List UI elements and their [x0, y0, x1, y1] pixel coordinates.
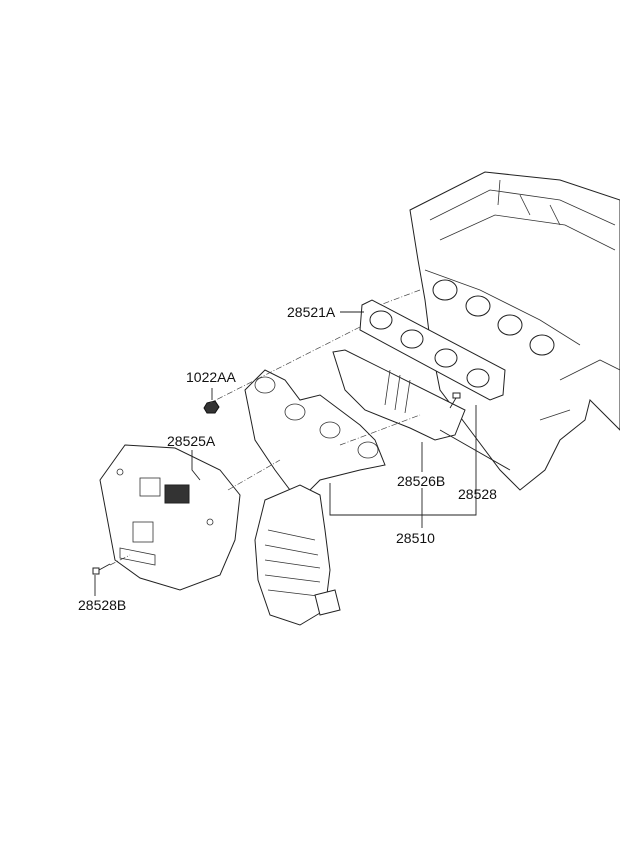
leader-lines — [94, 311, 511, 596]
label-1022aa[interactable]: 1022AA — [186, 369, 236, 385]
label-28528[interactable]: 28528 — [458, 486, 497, 502]
bolt-28528b — [92, 563, 111, 575]
bolt-28528 — [449, 392, 461, 409]
label-28521a[interactable]: 28521A — [287, 304, 336, 320]
label-28528b[interactable]: 28528B — [78, 597, 126, 613]
engine-exhaust-ports — [432, 279, 555, 356]
nut-1022aa — [203, 400, 220, 414]
label-28525a[interactable]: 28525A — [167, 433, 216, 449]
label-28526b[interactable]: 28526B — [397, 473, 445, 489]
label-28510[interactable]: 28510 — [396, 530, 435, 546]
exhaust-gasket — [359, 299, 506, 401]
assembly-lines — [109, 289, 421, 566]
heat-protector — [99, 444, 241, 591]
catalytic-converter — [254, 484, 341, 626]
upper-heat-protector — [332, 349, 466, 441]
